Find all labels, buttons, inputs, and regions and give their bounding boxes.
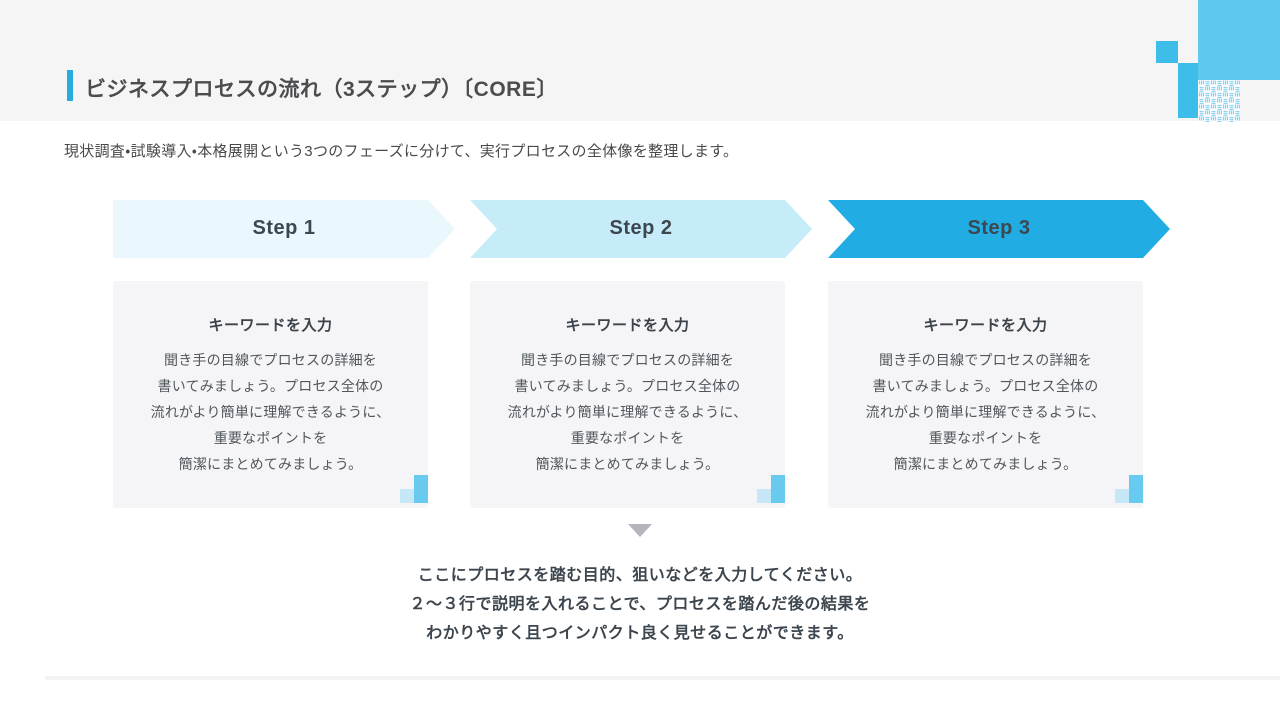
title-accent-bar [67,70,73,101]
card-body: 聞き手の目線でプロセスの詳細を 書いてみましょう。プロセス全体の 流れがより簡単… [150,352,391,472]
card-title: キーワードを入力 [923,317,1048,334]
down-arrow-icon [628,524,652,537]
card-body: 聞き手の目線でプロセスの詳細を 書いてみましょう。プロセス全体の 流れがより簡単… [507,352,748,472]
step-arrow-label: Step 1 [252,216,316,239]
step-arrow-label: Step 2 [609,216,673,239]
corner-accent-square-small [1115,489,1129,503]
step-card-1: キーワードを入力 聞き手の目線でプロセスの詳細を 書いてみましょう。プロセス全体… [113,281,428,508]
corner-accent-square-small [400,489,414,503]
footnote-text: ここにプロセスを踏む目的、狙いなどを入力してください。 ２～３行で説明を入れるこ… [409,567,871,642]
header-band [0,0,1280,121]
footer-divider [45,676,1280,680]
step-card-3: キーワードを入力 聞き手の目線でプロセスの詳細を 書いてみましょう。プロセス全体… [828,281,1143,508]
step-card-2: キーワードを入力 聞き手の目線でプロセスの詳細を 書いてみましょう。プロセス全体… [470,281,785,508]
deco-square-small-2 [1178,63,1198,118]
corner-accent-square-large [1129,475,1143,503]
card-title: キーワードを入力 [565,317,690,334]
corner-accent-square-small [757,489,771,503]
corner-accent-square-large [771,475,785,503]
deco-square-large [1198,0,1280,80]
page-subtitle: 現状調査・試験導入・本格展開という3つのフェーズに分けて、実行プロセスの全体像を… [64,143,739,160]
step-arrow-3: Step 3 [828,200,1170,258]
card-body: 聞き手の目線でプロセスの詳細を 書いてみましょう。プロセス全体の 流れがより簡単… [865,352,1106,472]
step-arrow-2: Step 2 [470,200,812,258]
deco-weave-pattern-icon [1198,80,1240,122]
card-title: キーワードを入力 [208,317,333,334]
deco-square-small-1 [1156,41,1178,63]
page-title: ビジネスプロセスの流れ（3ステップ）〔CORE〕 [85,78,558,101]
corner-accent-square-large [414,475,428,503]
step-arrow-label: Step 3 [967,216,1031,239]
step-arrow-1: Step 1 [113,200,455,258]
